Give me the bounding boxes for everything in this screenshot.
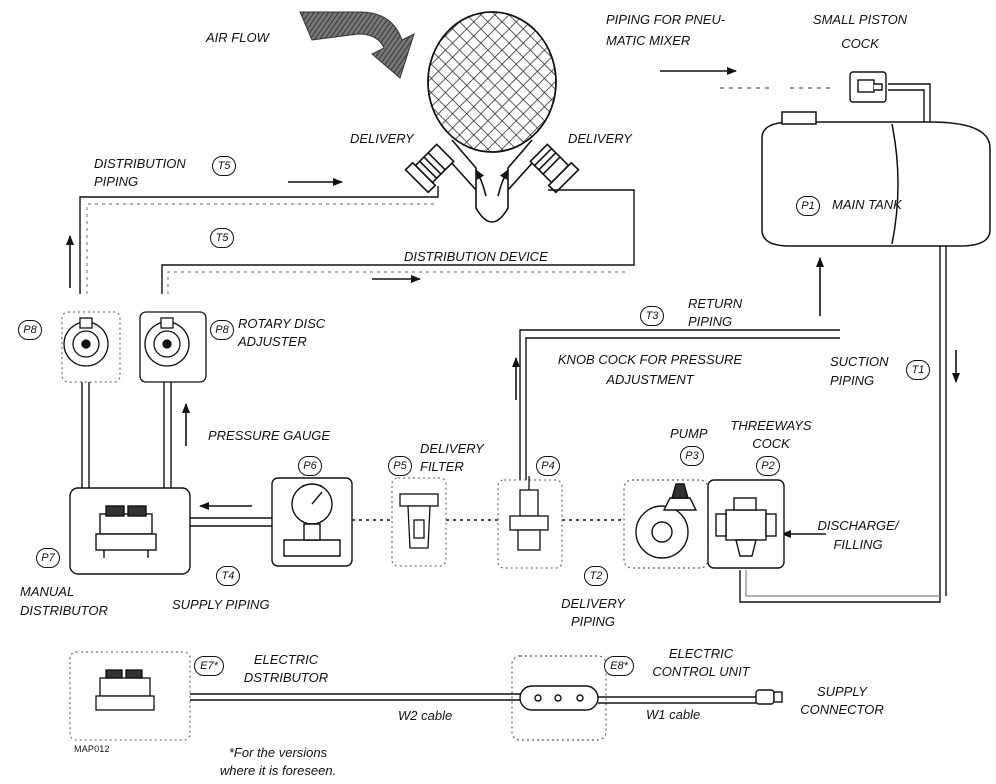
discharge-label-2: FILLING xyxy=(833,537,883,552)
small-piston-cock xyxy=(849,71,887,103)
small-piston-label-1: SMALL PISTON xyxy=(812,12,908,27)
distribution-device xyxy=(404,11,580,223)
distribution-piping-label-2: PIPING xyxy=(94,174,139,189)
suction-piping-label-1: SUCTION xyxy=(830,354,889,369)
air-flow-arrow xyxy=(299,11,415,79)
pressure-gauge-label: PRESSURE GAUGE xyxy=(208,428,331,443)
small-piston-label-2: COCK xyxy=(841,36,879,51)
piping xyxy=(79,83,947,603)
tag-t4: T4 xyxy=(216,566,240,586)
air-flow-label: AIR FLOW xyxy=(206,30,269,45)
tag-p7: P7 xyxy=(36,548,60,568)
electric-distributor-label-1: ELECTRIC xyxy=(253,652,319,667)
tag-t1: T1 xyxy=(906,360,930,380)
cables xyxy=(190,689,783,705)
rotary-disc-label-2: ADJUSTER xyxy=(238,334,307,349)
knob-cock xyxy=(497,476,563,569)
return-piping-label-2: PIPING xyxy=(688,314,733,329)
delivery-right-label: DELIVERY xyxy=(568,131,632,146)
electric-control-label-1: ELECTRIC xyxy=(668,646,734,661)
tag-p4: P4 xyxy=(536,456,560,476)
delivery-filter-label-1: DELIVERY xyxy=(420,441,484,456)
electric-control-label-2: CONTROL UNIT xyxy=(652,664,750,679)
tag-p8-right: P8 xyxy=(210,320,234,340)
electric-distributor xyxy=(69,651,191,741)
footnote-line-1: *For the versions xyxy=(228,745,328,760)
manual-distributor xyxy=(69,487,191,575)
threeways-label-2: COCK xyxy=(752,436,790,451)
knob-cock-label-1: KNOB COCK FOR PRESSURE xyxy=(557,352,743,367)
supply-connector-label-1: SUPPLY xyxy=(816,684,868,699)
piping-pneumatic-label-1: PIPING FOR PNEU- xyxy=(606,12,726,27)
electric-distributor-label-2: DSTRIBUTOR xyxy=(243,670,329,685)
delivery-left-label: DELIVERY xyxy=(350,131,414,146)
map-code-label: MAP012 xyxy=(74,744,110,754)
discharge-label-1: DISCHARGE/ xyxy=(817,518,899,533)
return-piping-label-1: RETURN xyxy=(688,296,743,311)
distribution-piping-label-1: DISTRIBUTION xyxy=(94,156,186,171)
w1-cable-label: W1 cable xyxy=(646,707,701,722)
tag-p8-left: P8 xyxy=(18,320,42,340)
delivery-piping-label-2: PIPING xyxy=(570,614,616,629)
tag-p2: P2 xyxy=(756,456,780,476)
pump xyxy=(623,479,709,569)
rotary-disc-adjusters xyxy=(61,311,207,383)
delivery-piping-label-1: DELIVERY xyxy=(561,596,625,611)
delivery-filter-label-2: FILTER xyxy=(420,459,464,474)
supply-piping-label: SUPPLY PIPING xyxy=(172,597,270,612)
manual-distributor-label-1: MANUAL xyxy=(20,584,75,599)
footnote-line-2: where it is foreseen. xyxy=(219,763,337,778)
suction-piping-label-2: PIPING xyxy=(830,373,875,388)
rotary-disc-label-1: ROTARY DISC xyxy=(238,316,326,331)
tag-t3: T3 xyxy=(640,306,664,326)
delivery-filter xyxy=(391,477,447,567)
pump-label: PUMP xyxy=(670,426,708,441)
piping-pneumatic-label-2: MATIC MIXER xyxy=(606,33,691,48)
tag-e8: E8* xyxy=(604,656,634,676)
tag-t2: T2 xyxy=(584,566,608,586)
main-tank-label: MAIN TANK xyxy=(832,197,902,212)
tag-t5-mid: T5 xyxy=(210,228,234,248)
manual-distributor-label-2: DISTRIBUTOR xyxy=(20,603,108,618)
tag-e7: E7* xyxy=(194,656,224,676)
tag-p5: P5 xyxy=(388,456,412,476)
tag-t5-top: T5 xyxy=(212,156,236,176)
distribution-device-label: DISTRIBUTION DEVICE xyxy=(404,249,548,264)
tag-p1: P1 xyxy=(796,196,820,216)
w2-cable-label: W2 cable xyxy=(398,708,453,723)
flow-arrows xyxy=(66,67,960,538)
tag-p3: P3 xyxy=(680,446,704,466)
supply-connector-label-2: CONNECTOR xyxy=(800,702,884,717)
threeways-cock xyxy=(707,479,785,569)
knob-cock-label-2: ADJUSTMENT xyxy=(606,372,694,387)
electric-control-unit xyxy=(511,655,607,741)
main-tank xyxy=(761,111,991,247)
threeways-label-1: THREEWAYS xyxy=(730,418,812,433)
pressure-gauge xyxy=(271,477,353,567)
tag-p6: P6 xyxy=(298,456,322,476)
